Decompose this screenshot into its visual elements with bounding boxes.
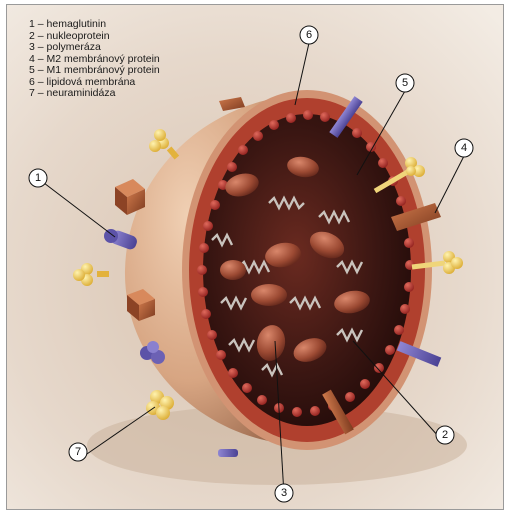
callout-2: 2 [436,426,454,444]
callout-7: 7 [69,443,87,461]
legend-label: M2 membránový protein [47,53,160,65]
legend-label: neuraminidáza [47,87,116,99]
svg-text:1: 1 [35,172,41,184]
legend-separator: – [35,41,47,53]
legend-label: M1 membránový protein [47,64,160,76]
legend-label: polymeráza [47,41,101,53]
svg-text:3: 3 [281,487,287,499]
callout-1: 1 [29,169,47,187]
legend-separator: – [35,30,47,42]
svg-text:5: 5 [402,77,408,89]
legend-separator: – [35,87,47,99]
callout-3: 3 [275,484,293,502]
legend-label: nukleoprotein [47,30,110,42]
callout-4: 4 [455,139,473,157]
legend-separator: – [35,76,47,88]
svg-text:6: 6 [306,29,312,41]
legend-item-neuraminidase: 7 – neuraminidáza [29,88,160,100]
legend: 1 – hemaglutinin 2 – nukleoprotein 3 – p… [29,19,160,100]
svg-text:2: 2 [442,429,448,441]
diagram-frame: 6 5 4 1 2 3 7 1 – hemaglutinin 2 – nukle… [6,4,504,510]
svg-text:7: 7 [75,446,81,458]
legend-separator: – [35,53,47,65]
legend-label: hemaglutinin [47,18,107,30]
legend-separator: – [35,18,47,30]
legend-label: lipidová membrána [47,76,136,88]
callout-6: 6 [300,26,318,44]
svg-text:4: 4 [461,142,467,154]
callout-5: 5 [396,74,414,92]
legend-separator: – [35,64,47,76]
